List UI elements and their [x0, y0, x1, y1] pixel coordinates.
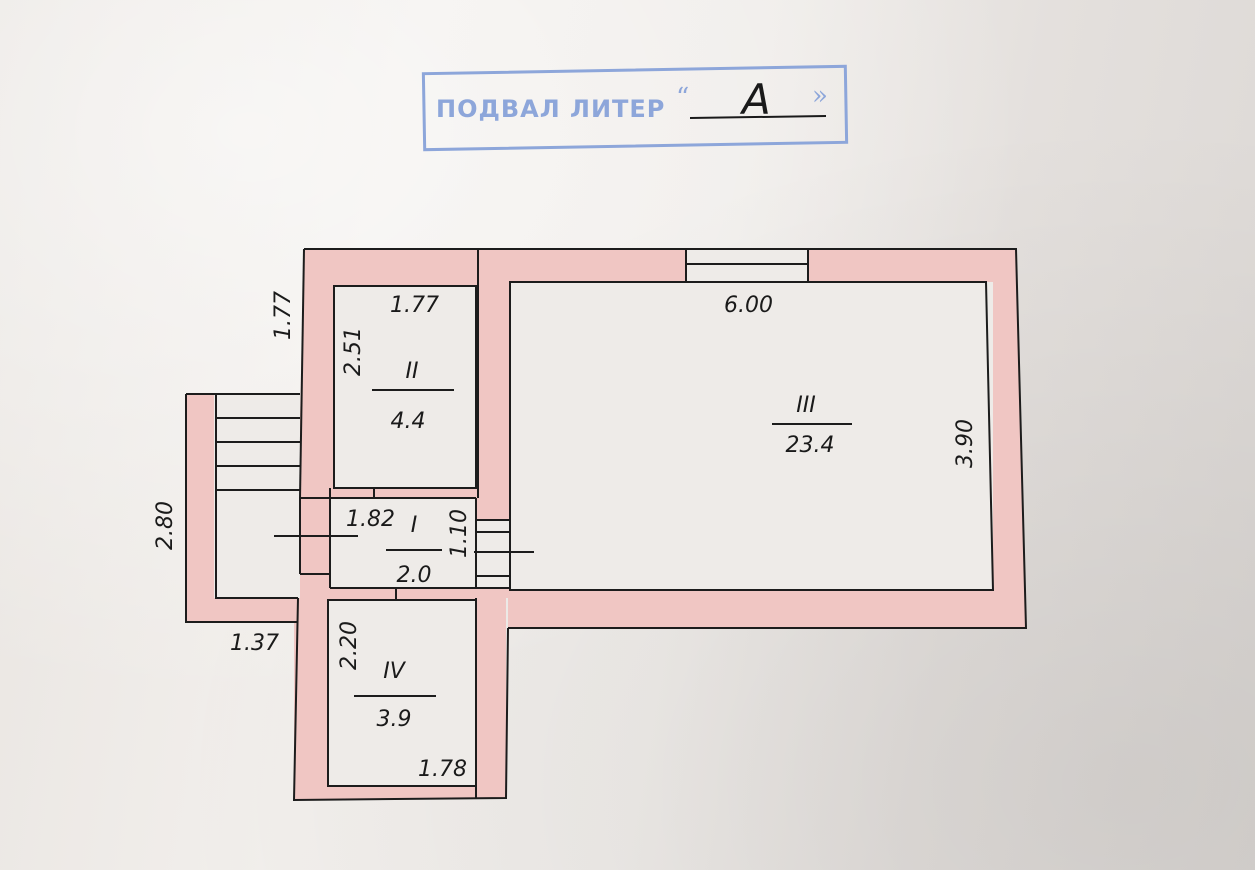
room-labels: II 4.4 III 23.4 I 2.0 IV 3.9: [377, 359, 835, 732]
wall-body-lower: [294, 588, 506, 800]
room-ii-floor: [334, 286, 476, 488]
window-top: [686, 249, 808, 282]
dim-room1-height: 1.10: [447, 509, 472, 558]
dim-room4-width: 1.78: [418, 757, 467, 782]
stamp-letter: А: [739, 75, 771, 124]
dimension-labels: 1.77 1.77 2.51 6.00 3.90 1.82 1.10 2.80 …: [153, 291, 978, 782]
partition-lines: [475, 249, 510, 798]
room-i-outline: [329, 497, 477, 589]
room-ii-numeral: II: [406, 359, 419, 384]
window-top-lines: [685, 249, 809, 282]
stamp-quote-close: »: [812, 81, 828, 111]
room-i-floor: [330, 498, 476, 588]
room-iii-outline: [509, 281, 995, 591]
outline-lower: [292, 597, 509, 802]
dim-room2-width: 1.77: [390, 293, 439, 318]
dim-room3-height: 3.90: [953, 419, 978, 468]
doorway-i-iii: [476, 520, 510, 588]
dim-stair-height: 2.80: [153, 501, 178, 550]
dim-room3-width: 6.00: [724, 293, 773, 318]
stamp-quote-open: “: [676, 83, 689, 113]
stamp-border: [421, 64, 849, 152]
dim-room1-width: 1.82: [346, 507, 395, 532]
room-ii-area: 4.4: [391, 409, 426, 434]
room-ii-outline: [333, 285, 477, 489]
dim-room2-outer-height: 1.77: [271, 291, 296, 340]
dim-room2-height: 2.51: [341, 327, 366, 376]
room-iv-numeral: IV: [383, 659, 406, 684]
stamp-label: ПОДВАЛ ЛИТЕР: [436, 95, 665, 123]
stamp-underline: [689, 115, 827, 119]
stair-outline: [185, 393, 300, 623]
room-iv-area: 3.9: [377, 707, 412, 732]
room-i-door-top: [329, 488, 375, 498]
stair-steps: [216, 417, 300, 491]
basement-stamp: ПОДВАЛ ЛИТЕР “ А »: [421, 64, 849, 152]
outline-main: [304, 248, 1028, 629]
room-iii-numeral: III: [796, 393, 815, 418]
plan-lines: [185, 248, 1028, 802]
room-i-numeral: I: [411, 513, 418, 538]
stair-floor: [214, 394, 300, 598]
room-iv-floor: [328, 600, 476, 786]
dim-stair-width: 1.37: [230, 631, 279, 656]
room-iii-area: 23.4: [786, 433, 835, 458]
room-i-area: 2.0: [397, 563, 432, 588]
outline-left-top: [299, 248, 305, 499]
dim-room4-height: 2.20: [337, 621, 362, 670]
room-iii-floor: [510, 282, 993, 590]
